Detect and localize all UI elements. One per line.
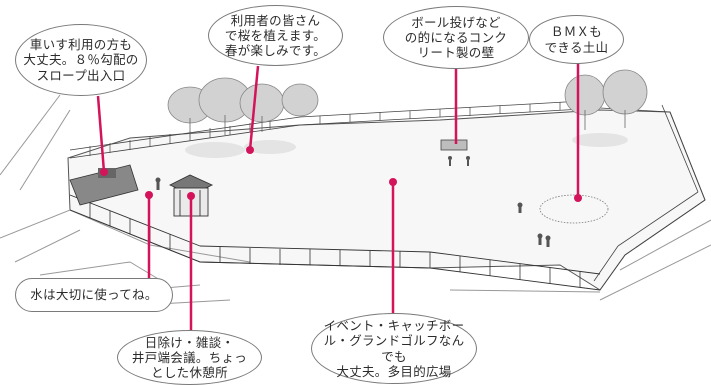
callout-multipurpose-plaza: イベント・キャッチボー ル・グランドゴルフなんでも 大丈夫。多目的広場 <box>311 313 477 384</box>
leader-lines <box>96 62 582 333</box>
callout-slope-entrance: 車いす利用の方も 大丈夫。８％勾配の スロープ出入口 <box>15 24 147 96</box>
concrete-wall <box>440 139 468 151</box>
people <box>155 156 551 247</box>
callout-bmx-mound: ＢＭＸも できる土山 <box>529 15 624 64</box>
tree-shadows <box>185 133 628 158</box>
callout-water: 水は大切に使ってね。 <box>15 278 173 312</box>
road-lines <box>0 94 711 306</box>
cherry-trees <box>167 69 648 138</box>
callout-cherry-trees: 利用者の皆さん で桜を植えます。 春が楽しみです。 <box>208 5 343 66</box>
callout-concrete-wall: ボール投げなど の的になるコンク リート製の壁 <box>383 6 529 69</box>
bmx-mound <box>539 194 609 224</box>
front-fence <box>69 194 601 291</box>
callout-rest-house: 日除け・雑談・ 井戸端会議。ちょっ とした休憩所 <box>117 330 262 385</box>
right-fence <box>593 104 706 291</box>
